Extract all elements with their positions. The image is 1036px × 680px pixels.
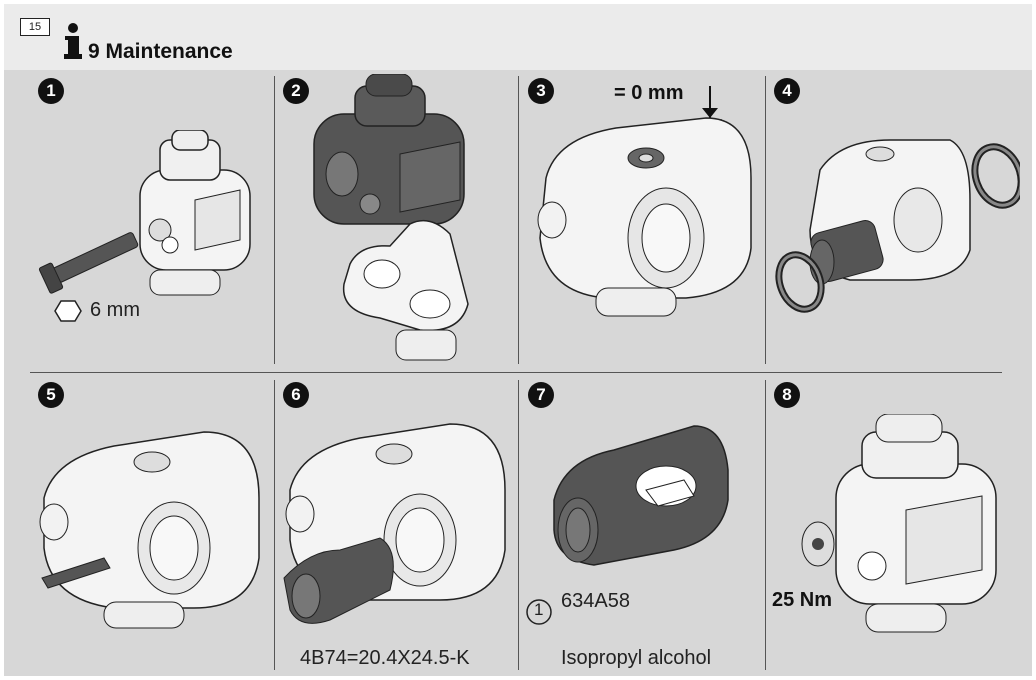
- bushing-insert-illustration: [283, 423, 506, 624]
- disassembled-joint-illustration: [313, 74, 469, 361]
- step-number: 7: [528, 382, 554, 408]
- reference-circle-icon: [526, 599, 552, 625]
- bushing-part-number: 4B74=20.4X24.5-K: [300, 647, 470, 669]
- page-title: 9 Maintenance: [88, 40, 233, 63]
- torque-label: 25 Nm: [772, 589, 833, 611]
- joint-with-bolt-illustration: [38, 130, 251, 296]
- housing-top-view-illustration: [537, 117, 752, 317]
- divider: [765, 380, 766, 670]
- divider: [30, 372, 1002, 373]
- gap-measure-label: = 0 mm: [614, 82, 684, 104]
- divider: [518, 76, 519, 364]
- housing-with-tool-illustration: [39, 431, 260, 629]
- hex-wrench-icon: [54, 300, 82, 322]
- info-icon: [64, 23, 82, 59]
- divider: [274, 76, 275, 364]
- step-number: 8: [774, 382, 800, 408]
- divider: [274, 380, 275, 670]
- product-code: 634A58: [561, 590, 630, 612]
- seal-rings-illustration: [775, 139, 1020, 313]
- assembled-joint-illustration: [801, 414, 997, 633]
- step-number: 2: [283, 78, 309, 104]
- step-number: 1: [38, 78, 64, 104]
- page-number: 15: [20, 18, 50, 36]
- page-header: 15 9 Maintenance: [4, 4, 1032, 70]
- divider: [518, 380, 519, 670]
- bushing-clean-illustration: [553, 425, 729, 566]
- step-number: 6: [283, 382, 309, 408]
- cleaner-label: Isopropyl alcohol: [561, 647, 712, 669]
- divider: [765, 76, 766, 364]
- step-number: 5: [38, 382, 64, 408]
- step-number: 4: [774, 78, 800, 104]
- step-number: 3: [528, 78, 554, 104]
- reference-number: 1: [534, 600, 544, 619]
- tool-size-label: 6 mm: [90, 299, 140, 321]
